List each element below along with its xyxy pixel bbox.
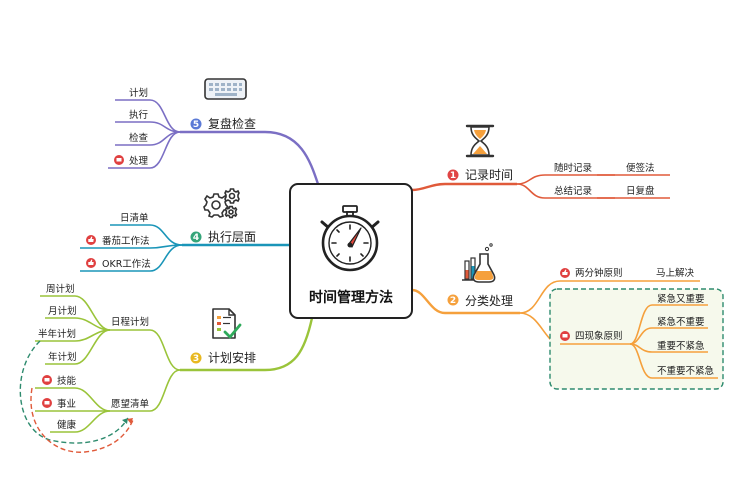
branch-plan-label: 计划安排 — [208, 350, 256, 365]
flag-icon — [42, 375, 52, 385]
branch-review-label: 复盘检查 — [208, 116, 256, 131]
branch-execute-label: 执行层面 — [208, 230, 256, 244]
review-connectors — [108, 99, 320, 185]
wish-item-career[interactable]: 事业 — [42, 398, 76, 410]
gears-icon — [203, 188, 240, 219]
quadrant-connectors — [560, 304, 718, 379]
branch-execute-number-badge: 4 — [190, 231, 202, 243]
plan-connectors — [35, 295, 314, 433]
plan-wish-label[interactable]: 愿望清单 — [111, 398, 150, 410]
classify-two-minute-child[interactable]: 马上解决 — [656, 267, 695, 279]
record-connectors — [411, 174, 670, 199]
review-item-handle-label: 处理 — [129, 155, 149, 167]
stopwatch-icon — [320, 205, 380, 272]
wish-item-career-label: 事业 — [57, 398, 76, 410]
relation-arrowhead-red — [127, 418, 133, 424]
wish-item-skill[interactable]: 技能 — [42, 375, 77, 387]
review-item-execute[interactable]: 执行 — [129, 109, 149, 121]
branch-execute[interactable]: 4 执行层面 — [190, 188, 257, 244]
branch-record-number-badge: 1 — [447, 169, 459, 181]
svg-text:1: 1 — [450, 171, 456, 181]
flag-icon — [114, 155, 124, 165]
execute-item-pomodoro-label: 番茄工作法 — [102, 235, 150, 247]
keyboard-icon — [204, 78, 247, 100]
branch-plan[interactable]: 3 计划安排 — [190, 308, 257, 365]
schedule-item-halfyear[interactable]: 半年计划 — [38, 328, 76, 340]
quadrant-item-3[interactable]: 重要不紧急 — [657, 340, 705, 352]
execute-item-okr-label: OKR工作法 — [102, 258, 151, 270]
svg-text:4: 4 — [193, 233, 199, 243]
branch-record[interactable]: 1 记录时间 — [447, 124, 514, 182]
schedule-item-month[interactable]: 月计划 — [48, 305, 77, 317]
record-item-random-child[interactable]: 便签法 — [626, 162, 655, 174]
relation-arrows — [19, 340, 134, 453]
hourglass-icon — [465, 124, 495, 158]
svg-text:2: 2 — [450, 296, 456, 306]
branch-classify[interactable]: 2 分类处理 — [447, 243, 514, 308]
svg-text:5: 5 — [193, 120, 199, 130]
record-item-random[interactable]: 随时记录 — [554, 162, 593, 174]
thumbs-up-icon — [86, 235, 96, 245]
branch-review-number-badge: 5 — [190, 118, 202, 130]
record-item-summary[interactable]: 总结记录 — [554, 185, 593, 197]
review-item-check[interactable]: 检查 — [129, 132, 149, 144]
execute-item-pomodoro[interactable]: 番茄工作法 — [86, 235, 150, 247]
record-item-summary-child[interactable]: 日复盘 — [626, 185, 655, 197]
branch-review[interactable]: 5 复盘检查 — [190, 78, 257, 131]
review-item-handle[interactable]: 处理 — [114, 155, 149, 167]
quadrant-item-1[interactable]: 紧急又重要 — [657, 293, 705, 305]
quadrant-item-4[interactable]: 不重要不紧急 — [657, 365, 715, 377]
flag-icon — [560, 331, 570, 341]
classify-quadrant-label: 四现象原则 — [575, 330, 623, 342]
execute-item-okr[interactable]: OKR工作法 — [86, 258, 151, 270]
wish-item-skill-label: 技能 — [57, 375, 77, 387]
quadrant-item-2[interactable]: 紧急不重要 — [657, 316, 705, 328]
quadrant-group-box — [549, 288, 724, 390]
schedule-item-year[interactable]: 年计划 — [48, 351, 77, 363]
execute-item-daily[interactable]: 日清单 — [120, 212, 149, 224]
classify-two-minute[interactable]: 两分钟原则 — [560, 267, 623, 279]
execute-connectors — [80, 224, 290, 272]
center-title: 时间管理方法 — [309, 289, 393, 306]
branch-classify-label: 分类处理 — [465, 294, 513, 308]
wish-item-health[interactable]: 健康 — [57, 419, 77, 431]
flask-icon — [462, 243, 496, 283]
checklist-icon — [212, 308, 242, 339]
review-item-plan[interactable]: 计划 — [129, 87, 148, 99]
branch-record-label: 记录时间 — [465, 168, 513, 182]
classify-quadrant[interactable]: 四现象原则 — [560, 330, 623, 342]
schedule-item-week[interactable]: 周计划 — [46, 283, 75, 295]
classify-two-minute-label: 两分钟原则 — [575, 267, 623, 279]
thumbs-up-icon — [86, 258, 96, 268]
flag-icon — [42, 398, 52, 408]
branch-classify-number-badge: 2 — [447, 294, 459, 306]
svg-text:3: 3 — [193, 354, 199, 364]
thumbs-up-icon — [560, 268, 570, 278]
plan-schedule-label[interactable]: 日程计划 — [111, 316, 149, 328]
branch-plan-number-badge: 3 — [190, 352, 202, 364]
center-node[interactable]: 时间管理方法 — [289, 183, 413, 319]
relation-arrowhead-teal — [122, 418, 128, 424]
